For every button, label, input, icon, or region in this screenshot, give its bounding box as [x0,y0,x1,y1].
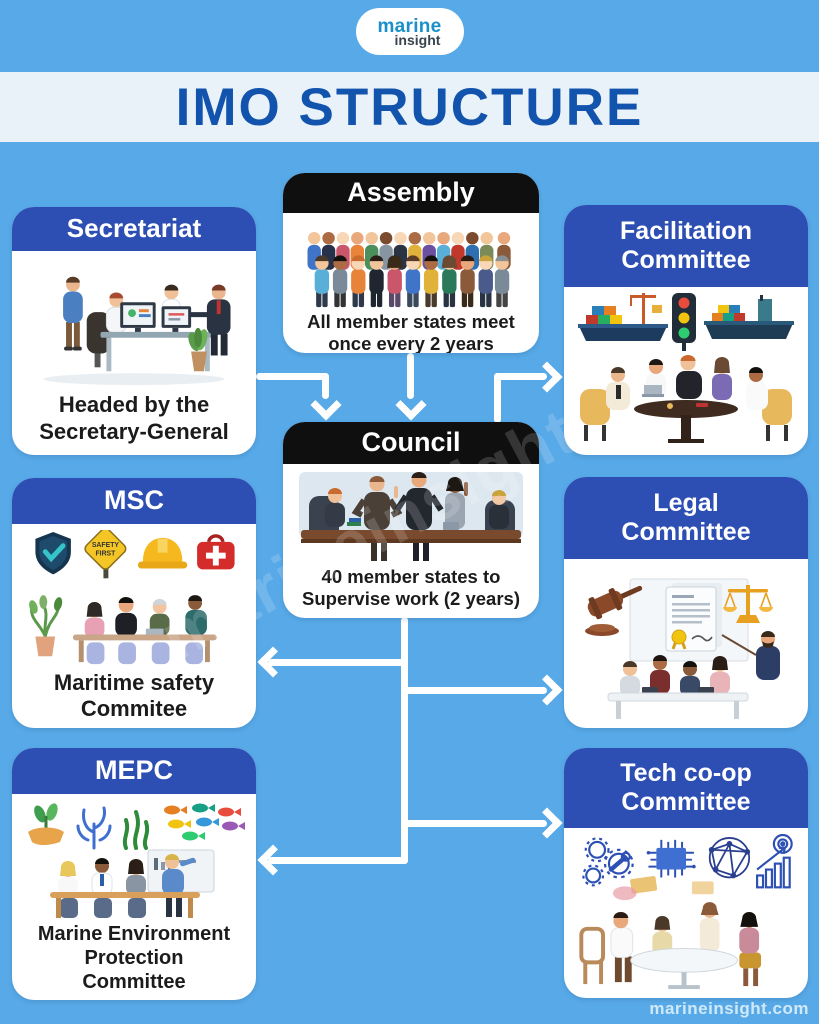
safety-first-sign-icon: SAFETY FIRST [84,530,127,579]
hard-hat-icon [137,537,188,569]
title-strip: IMO STRUCTURE [0,72,819,142]
card-assembly-header: Assembly [283,173,539,213]
fish-school-icon [164,803,245,841]
card-mepc-caption: Marine Environment Protection Committee [37,923,231,993]
gears-wrench-icon [582,837,634,887]
site-footer: marineinsight.com [649,999,809,1018]
card-msc: MSC SAFETY FIRST Maritime safety Commitee [12,478,256,728]
marine-insight-logo: marine insight [355,8,464,55]
scales-of-justice-icon [723,585,773,623]
logo-word-insight: insight [394,31,441,48]
card-techcoop-committee: Tech co-op Committee [564,748,808,998]
connector-secretariat-council-vertical [322,373,329,399]
secretariat-office-illustration [43,276,231,386]
connector-council-facilitation-horizontal [494,373,547,380]
connector-assembly-council [407,353,414,399]
connector-council-mepc [268,857,408,864]
connector-council-legal [401,687,547,694]
techcoop-technology-meeting-illustration [579,834,793,990]
card-council-header: Council [283,422,539,464]
standing-man [63,276,83,351]
connector-secretariat-council-horizontal [256,373,329,380]
card-legal-header: Legal Committee [564,477,808,559]
suit-man [189,284,231,356]
connector-council-facilitation-vertical [494,373,501,423]
card-mepc-header: MEPC [12,748,256,794]
arrow-into-techcoop-icon [531,807,563,839]
hand-with-plant-icon [28,803,64,845]
card-secretariat-caption: Headed by the Secretary-General [39,392,229,444]
svg-text:SAFETY: SAFETY [92,542,120,549]
facilitation-ships-meeting-illustration [578,293,794,443]
card-techcoop-title: Tech co-op Committee [620,759,752,816]
card-msc-header: MSC [12,478,256,524]
card-mepc: MEPC Marine Environment Protection Commi… [12,748,256,1000]
presenter [721,631,780,680]
arrow-into-council-from-assembly-icon [395,389,427,421]
card-facilitation-committee: Facilitation Committee [564,205,808,455]
card-secretariat: Secretariat Headed by the Secretary-Gene… [12,207,256,455]
card-techcoop-header: Tech co-op Committee [564,748,808,828]
card-msc-title: MSC [104,485,164,516]
card-legal-committee: Legal Committee [564,477,808,728]
card-secretariat-title: Secretariat [66,213,202,244]
shield-check-icon [35,531,71,575]
card-mepc-title: MEPC [94,755,173,786]
arrow-into-msc-icon [257,646,289,678]
arrow-into-council-from-secretariat-icon [310,389,342,421]
arrow-into-facilitation-icon [531,361,563,393]
legal-meeting-illustration [585,578,780,719]
network-globe-icon [708,837,751,879]
card-msc-caption: Maritime safety Commitee [53,670,215,722]
container-ship-icon [704,295,794,339]
cargo-ship-icon [578,293,668,341]
contract-document-icon [665,583,722,652]
card-assembly: Assembly [283,173,539,353]
plant [188,327,208,372]
seaweed-icon [122,810,150,850]
assembly-crowd-illustration [307,231,511,308]
svg-text:FIRST: FIRST [95,551,116,558]
coral-icon [76,806,112,850]
card-legal-title: Legal Committee [621,489,751,546]
msc-safety-meeting-illustration: SAFETY FIRST [29,530,235,665]
page-title: IMO STRUCTURE [175,77,644,137]
card-assembly-caption: All member states meet once every 2 year… [307,311,515,353]
arrow-into-mepc-icon [257,844,289,876]
arrow-into-legal-icon [531,674,563,706]
card-council: Council 40 member states to Supervise wo… [283,422,539,618]
logo-word-marine: marine [377,15,442,37]
plant [29,595,63,657]
card-council-caption: 40 member states to Supervise work (2 ye… [302,566,520,610]
card-secretariat-header: Secretariat [12,207,256,251]
card-facilitation-header: Facilitation Committee [564,205,808,287]
gavel-icon [585,585,643,636]
connector-council-msc [268,659,408,666]
connector-council-trunk [401,617,408,864]
card-assembly-title: Assembly [347,177,475,208]
council-boardroom-illustration [299,472,523,561]
mepc-environment-meeting-illustration [28,803,245,918]
card-facilitation-title: Facilitation Committee [620,217,752,274]
traffic-light-icon [672,293,696,351]
connector-council-techcoop [401,820,547,827]
circuit-chip-icon [646,839,696,878]
first-aid-kit-icon [197,534,235,570]
growth-chart-target-icon [756,834,793,889]
card-council-title: Council [361,427,461,458]
